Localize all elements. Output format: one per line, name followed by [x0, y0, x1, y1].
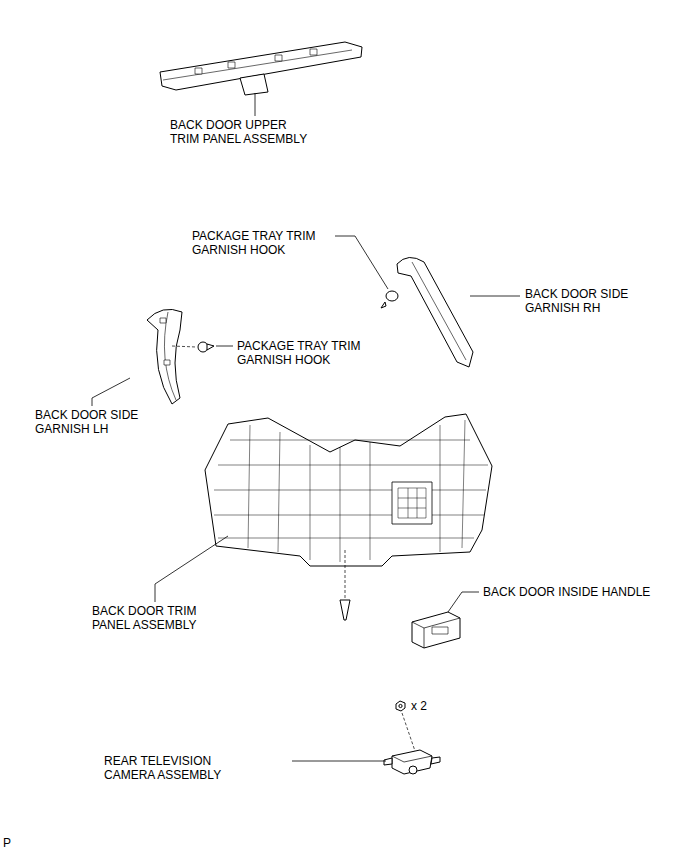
text-line: GARNISH HOOK: [237, 353, 361, 367]
upper-trim-panel: [160, 42, 362, 95]
figure-id: P: [3, 836, 11, 850]
text-line: GARNISH RH: [525, 301, 628, 315]
part-name: REAR TELEVISION CAMERA ASSEMBLY: [104, 754, 221, 782]
leader-line: [470, 296, 520, 297]
part-name: BACK DOOR SIDE GARNISH RH: [525, 287, 628, 315]
part-name: BACK DOOR TRIM PANEL ASSEMBLY: [92, 604, 197, 632]
text-line: P: [3, 836, 11, 850]
part-name: BACK DOOR SIDE GARNISH LH: [35, 408, 138, 436]
text-line: PACKAGE TRAY TRIM: [192, 229, 316, 243]
text-line: CAMERA ASSEMBLY: [104, 768, 221, 782]
text-line: PACKAGE TRAY TRIM: [237, 339, 361, 353]
text-line: BACK DOOR SIDE: [525, 287, 628, 301]
dashed-line: [402, 713, 415, 751]
leader-line: [92, 378, 130, 406]
text-line: GARNISH HOOK: [192, 243, 316, 257]
rear-camera: [384, 750, 440, 774]
part-name: PACKAGE TRAY TRIM GARNISH HOOK: [192, 229, 316, 257]
text-line: BACK DOOR TRIM: [92, 604, 197, 618]
leader-line: [292, 761, 386, 762]
garnish-hook: [381, 291, 398, 308]
panel-clip: [340, 600, 350, 620]
leader-line: [448, 592, 479, 612]
text-line: BACK DOOR SIDE: [35, 408, 138, 422]
text-line: BACK DOOR INSIDE HANDLE: [483, 585, 650, 599]
text-line: BACK DOOR UPPER: [170, 118, 307, 132]
inside-handle: [412, 612, 460, 648]
dashed-line: [172, 346, 196, 347]
part-name: PACKAGE TRAY TRIM GARNISH HOOK: [237, 339, 361, 367]
leader-line: [255, 93, 256, 116]
text-line: REAR TELEVISION: [104, 754, 221, 768]
text-line: x 2: [411, 699, 427, 713]
quantity-label: x 2: [411, 699, 427, 713]
leader-line: [216, 346, 233, 347]
dashed-line: [345, 550, 346, 598]
side-garnish-lh: [147, 309, 182, 404]
side-garnish-rh: [397, 257, 473, 367]
garnish-hook: [198, 342, 214, 352]
leader-line: [335, 236, 388, 289]
part-name: BACK DOOR INSIDE HANDLE: [483, 585, 650, 599]
part-name: BACK DOOR UPPER TRIM PANEL ASSEMBLY: [170, 118, 307, 146]
text-line: TRIM PANEL ASSEMBLY: [170, 132, 307, 146]
trim-panel: [205, 414, 492, 566]
nut: [396, 701, 405, 711]
text-line: PANEL ASSEMBLY: [92, 618, 197, 632]
leader-line: [155, 536, 228, 602]
text-line: GARNISH LH: [35, 422, 138, 436]
